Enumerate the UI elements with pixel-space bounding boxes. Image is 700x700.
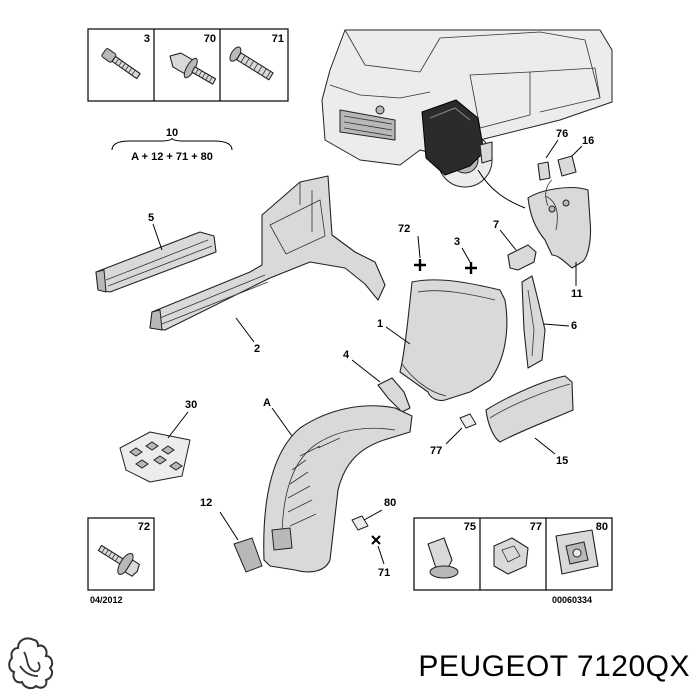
fastener-box-top: 3 70 71 — [87, 28, 289, 102]
label-3: 3 — [454, 236, 460, 248]
box-bl-label-72: 72 — [138, 521, 150, 533]
fastener-box-bottom-right: 75 77 80 — [413, 517, 613, 591]
kit-10-label: 10 A + 12 + 71 + 80 — [111, 127, 233, 163]
nut-80-drawing — [555, 529, 599, 575]
label-15: 15 — [556, 455, 568, 467]
fastener-markers: 72 3 — [398, 223, 477, 274]
footer-drawing-code: 00060334 — [552, 595, 592, 605]
mudflap-11-assembly: 76 16 11 — [527, 128, 594, 300]
label-30: 30 — [185, 399, 197, 411]
rivet-75-drawing — [427, 537, 459, 579]
fender-1: 1 — [377, 279, 508, 402]
label-12: 12 — [200, 497, 212, 509]
wheelarch-liner-A: A — [263, 397, 413, 573]
flap-12: 12 — [200, 497, 263, 573]
footer-date: 04/2012 — [90, 595, 123, 605]
box-br-label-77: 77 — [530, 521, 542, 533]
inner-panel-2: 2 — [149, 175, 386, 355]
box-br-label-75: 75 — [464, 521, 476, 533]
label-77: 77 — [430, 445, 442, 457]
box-top-label-71: 71 — [272, 33, 284, 45]
screw-70-drawing — [169, 52, 217, 85]
trim-6: 6 — [521, 275, 577, 369]
label-71: 71 — [378, 567, 390, 579]
peugeot-lion-logo — [8, 637, 54, 690]
clip-77-drawing — [493, 537, 529, 575]
bracket-7: 7 — [493, 219, 537, 271]
liner-fasteners: 80 71 — [351, 497, 396, 579]
box-br-label-80: 80 — [596, 521, 608, 533]
kit-10-formula: A + 12 + 71 + 80 — [131, 151, 213, 163]
fastener-box-bottom-left: 72 — [87, 517, 155, 591]
clip-77: 77 — [430, 413, 477, 457]
label-1: 1 — [377, 318, 383, 330]
box-top-label-3: 3 — [144, 33, 150, 45]
page-title: PEUGEOT 7120QX — [418, 650, 690, 683]
label-5: 5 — [148, 212, 154, 224]
label-4: 4 — [343, 349, 350, 361]
moulding-15: 15 — [485, 375, 574, 467]
label-2: 2 — [254, 343, 260, 355]
label-80: 80 — [384, 497, 396, 509]
label-6: 6 — [571, 320, 577, 332]
label-10: 10 — [166, 127, 178, 139]
label-76: 76 — [556, 128, 568, 140]
label-16: 16 — [582, 135, 594, 147]
screw-71-drawing — [229, 46, 274, 81]
label-7: 7 — [493, 219, 499, 231]
screw-72-drawing — [97, 544, 140, 577]
kit-30: 30 — [119, 399, 197, 483]
label-72: 72 — [398, 223, 410, 235]
box-top-label-70: 70 — [204, 33, 216, 45]
rail-5: 5 — [95, 212, 217, 293]
stud-3-drawing — [101, 48, 141, 80]
label-11: 11 — [571, 288, 583, 300]
van-illustration — [321, 29, 613, 209]
label-A: A — [263, 397, 271, 409]
bracket-4: 4 — [343, 349, 411, 413]
